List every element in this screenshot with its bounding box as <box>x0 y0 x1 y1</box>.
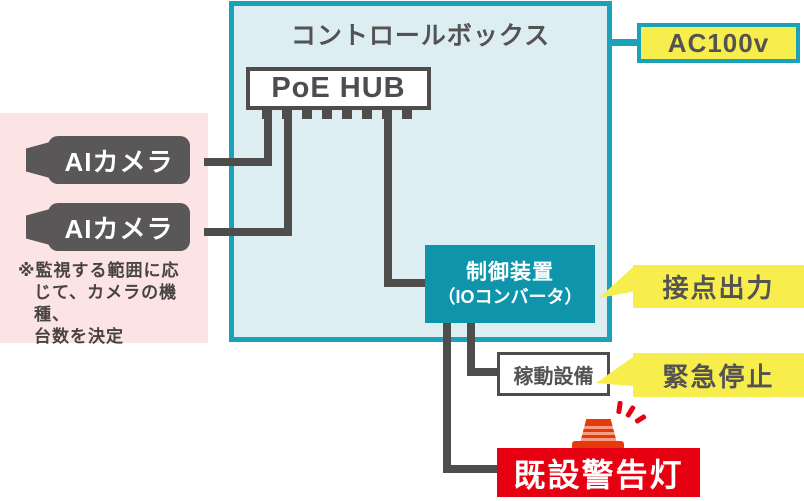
warning-light-box: 既設警告灯 <box>497 448 700 497</box>
warning-beacon-icon <box>580 419 617 443</box>
alert-ray-icon <box>616 400 623 415</box>
cable-camera2-vertical <box>284 118 292 236</box>
equipment-box: 稼動設備 <box>497 352 610 396</box>
ac-power-box: AC100v <box>637 23 800 63</box>
cable-controller-to-warning-vertical <box>443 320 451 473</box>
emergency-stop-callout: 緊急停止 <box>633 353 804 397</box>
cable-controller-to-warning-horizontal <box>443 465 499 473</box>
cable-controller-to-equipment-horizontal <box>467 368 499 376</box>
control-box-title: コントロールボックス <box>290 22 551 50</box>
controller-name: 制御装置 <box>466 260 554 284</box>
camera-note: ※監視する範囲に応 じて、カメラの機種、 台数を決定 <box>18 260 208 348</box>
alert-ray-icon <box>634 413 647 425</box>
camera-note-line3: 台数を決定 <box>34 327 124 346</box>
cable-camera1-vertical <box>264 118 272 166</box>
cable-camera2-horizontal <box>204 228 292 236</box>
warning-beacon-base-icon <box>572 441 624 451</box>
controller-box: 制御装置 （IOコンバータ） <box>425 245 595 323</box>
alert-ray-icon <box>624 404 637 419</box>
camera-note-line2: じて、カメラの機種、 <box>34 283 178 324</box>
camera2: AIカメラ <box>48 203 190 251</box>
contact-output-callout: 接点出力 <box>633 265 804 308</box>
camera1-lens-icon <box>26 142 50 178</box>
camera1: AIカメラ <box>48 136 190 184</box>
cable-camera1-horizontal <box>204 158 272 166</box>
poe-hub: PoE HUB <box>246 67 431 110</box>
camera2-lens-icon <box>26 209 50 245</box>
poe-hub-ports <box>262 108 414 119</box>
camera-note-line1: ※監視する範囲に応 <box>18 261 180 280</box>
cable-ac-power <box>608 39 639 46</box>
cable-controller-to-equipment-vertical <box>467 320 475 376</box>
controller-sub: （IOコンバータ） <box>437 286 583 307</box>
cable-hub-to-controller-horizontal <box>384 279 433 287</box>
cable-hub-to-controller-vertical <box>384 118 392 287</box>
